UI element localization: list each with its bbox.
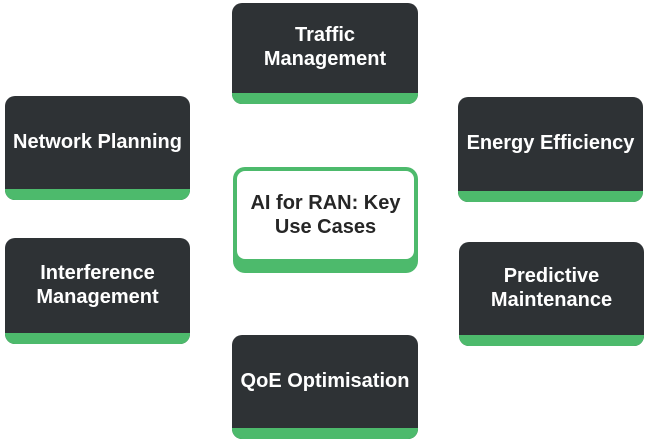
node-predictive-maintenance: Predictive Maintenance xyxy=(459,242,644,346)
node-label-wrap: QoE Optimisation xyxy=(232,335,418,428)
green-accent-bar xyxy=(458,191,643,202)
node-label-wrap: Traffic Management xyxy=(232,3,418,93)
node-label-wrap: Predictive Maintenance xyxy=(459,242,644,335)
green-accent-bar xyxy=(5,189,190,200)
node-traffic-management: Traffic Management xyxy=(232,3,418,104)
green-accent-bar xyxy=(232,428,418,439)
center-node-label: AI for RAN: Key Use Cases xyxy=(250,191,401,238)
node-label-wrap: Network Planning xyxy=(5,96,190,189)
node-qoe-optimisation: QoE Optimisation xyxy=(232,335,418,439)
node-network-planning-label: Network Planning xyxy=(13,130,182,153)
node-label-wrap: Interference Management xyxy=(5,238,190,333)
node-network-planning: Network Planning xyxy=(5,96,190,200)
node-predictive-maintenance-label: Predictive Maintenance xyxy=(490,264,613,311)
green-accent-bar xyxy=(5,333,190,344)
node-traffic-management-label: Traffic Management xyxy=(263,24,387,70)
node-interference-management: Interference Management xyxy=(5,238,190,344)
center-node-inner: AI for RAN: Key Use Cases xyxy=(237,171,414,259)
green-accent-bar xyxy=(459,335,644,346)
node-label-wrap: Energy Efficiency xyxy=(458,97,643,191)
node-energy-efficiency: Energy Efficiency xyxy=(458,97,643,202)
node-interference-management-label: Interference Management xyxy=(36,261,159,308)
node-qoe-optimisation-label: QoE Optimisation xyxy=(240,369,410,392)
center-node-ai-for-ran: AI for RAN: Key Use Cases xyxy=(233,167,418,273)
node-energy-efficiency-label: Energy Efficiency xyxy=(466,132,635,155)
green-accent-bar xyxy=(232,93,418,104)
